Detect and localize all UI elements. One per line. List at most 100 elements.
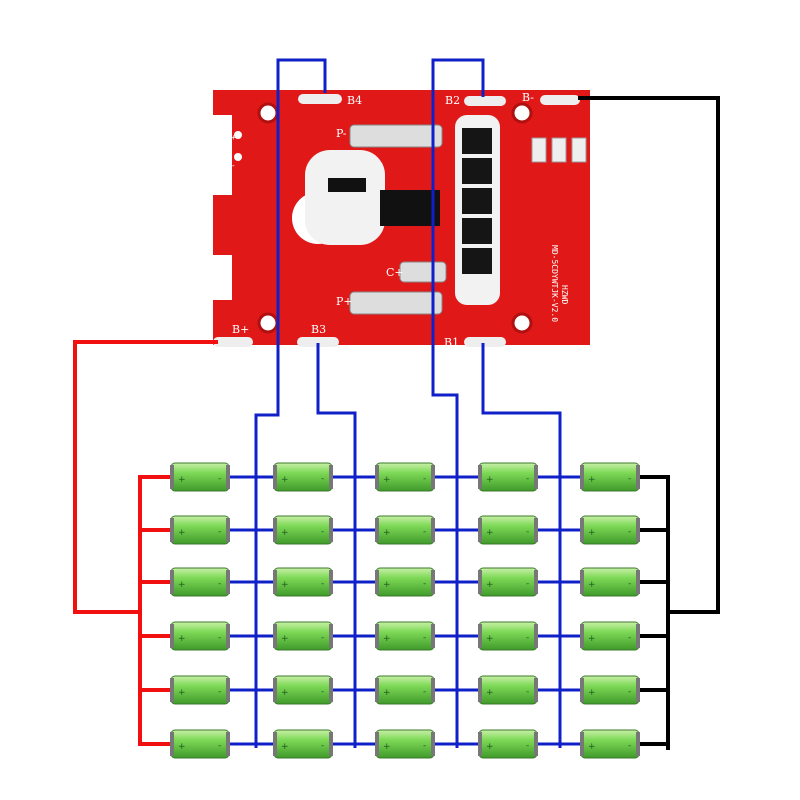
cell-plus-sign: + (486, 742, 494, 752)
cell-plus-sign: + (178, 634, 186, 644)
label-b3: B3 (311, 323, 326, 336)
battery-cell: +- (170, 675, 230, 705)
cell-minus-sign: - (628, 633, 631, 643)
cell-minus-sign: - (321, 527, 324, 537)
cell-minus-sign: - (423, 527, 426, 537)
cell-minus-sign: - (423, 579, 426, 589)
controller-chip (305, 150, 385, 245)
cell-minus-sign: - (321, 633, 324, 643)
battery-cell: +- (580, 729, 640, 759)
battery-cell: +- (478, 462, 538, 492)
battery-cell: +- (170, 567, 230, 597)
cell-plus-sign: + (486, 528, 494, 538)
pad-b4 (298, 94, 342, 104)
cell-plus-sign: + (383, 475, 391, 485)
battery-cell: +- (580, 567, 640, 597)
cell-plus-sign: + (383, 580, 391, 590)
cell-plus-sign: + (486, 475, 494, 485)
cell-plus-sign: + (588, 634, 596, 644)
battery-cell: +- (170, 729, 230, 759)
label-c-plus: C+ (386, 266, 404, 279)
cell-plus-sign: + (281, 475, 289, 485)
board-model-text: MD-5CDYWTJK-V2.0 (550, 245, 559, 322)
wire-b2 (431, 58, 485, 748)
battery-cell: +- (478, 621, 538, 651)
battery-cell: +- (580, 675, 640, 705)
brand-logo: HZWD (560, 285, 569, 304)
connector-p-minus (349, 124, 443, 148)
cell-minus-sign: - (423, 687, 426, 697)
label-b-plus: B+ (232, 323, 249, 336)
battery-cell: +- (273, 729, 333, 759)
battery-cell: +- (478, 567, 538, 597)
cell-plus-sign: + (281, 742, 289, 752)
cell-minus-sign: - (628, 579, 631, 589)
cell-plus-sign: + (588, 475, 596, 485)
battery-cell: +- (170, 621, 230, 651)
battery-cell: +- (375, 675, 435, 705)
cell-plus-sign: + (383, 742, 391, 752)
cell-minus-sign: - (218, 687, 221, 697)
cell-plus-sign: + (383, 528, 391, 538)
wire-b-minus (578, 96, 720, 614)
cell-plus-sign: + (383, 634, 391, 644)
battery-cell: +- (375, 729, 435, 759)
label-b4: B4 (347, 94, 362, 107)
battery-cell: +- (375, 567, 435, 597)
cell-minus-sign: - (526, 687, 529, 697)
cell-minus-sign: - (218, 527, 221, 537)
cell-minus-sign: - (628, 741, 631, 751)
battery-cell: +- (375, 621, 435, 651)
pad-b3 (297, 337, 339, 347)
cell-plus-sign: + (486, 688, 494, 698)
pad-b1 (464, 337, 506, 347)
cell-minus-sign: - (628, 527, 631, 537)
cell-minus-sign: - (321, 474, 324, 484)
mosfet-array (462, 128, 492, 274)
cell-plus-sign: + (281, 528, 289, 538)
cell-minus-sign: - (526, 474, 529, 484)
cell-plus-sign: + (486, 634, 494, 644)
battery-cell: +- (273, 567, 333, 597)
cell-minus-sign: - (628, 687, 631, 697)
cell-plus-sign: + (588, 528, 596, 538)
cell-minus-sign: - (526, 633, 529, 643)
cell-plus-sign: + (281, 634, 289, 644)
pad-b-minus (540, 95, 580, 105)
battery-cell: +- (273, 621, 333, 651)
cell-minus-sign: - (321, 687, 324, 697)
wire-b-plus (73, 340, 218, 614)
battery-cell: +- (478, 729, 538, 759)
battery-cell: +- (273, 675, 333, 705)
cell-plus-sign: + (178, 528, 186, 538)
cell-minus-sign: - (423, 741, 426, 751)
wire-b4 (254, 58, 327, 748)
cell-plus-sign: + (281, 580, 289, 590)
label-p-minus: P- (336, 127, 347, 140)
cell-plus-sign: + (588, 580, 596, 590)
battery-cell: +- (375, 462, 435, 492)
battery-pack: +-+-+-+-+-+-+-+-+-+-+-+-+-+-+-+-+-+-+-+-… (138, 462, 670, 759)
battery-cell: +- (273, 515, 333, 545)
battery-cell: +- (170, 515, 230, 545)
inductor (380, 190, 440, 226)
cell-plus-sign: + (383, 688, 391, 698)
cell-plus-sign: + (178, 475, 186, 485)
cell-plus-sign: + (486, 580, 494, 590)
cell-minus-sign: - (526, 741, 529, 751)
battery-cell: +- (580, 621, 640, 651)
cell-minus-sign: - (628, 474, 631, 484)
pad-b2 (464, 96, 506, 106)
battery-cell: +- (375, 515, 435, 545)
label-b1: B1 (444, 336, 459, 349)
cell-minus-sign: - (218, 579, 221, 589)
cell-minus-sign: - (526, 579, 529, 589)
label-b2: B2 (445, 94, 460, 107)
bms-board: B4 B2 B- B+ B3 B1 P- P+ C+ L+ L- MD-5CDY… (213, 90, 590, 349)
battery-cell: +- (273, 462, 333, 492)
cell-plus-sign: + (178, 580, 186, 590)
battery-cell: +- (580, 462, 640, 492)
cell-minus-sign: - (423, 474, 426, 484)
label-p-plus: P+ (336, 295, 353, 308)
